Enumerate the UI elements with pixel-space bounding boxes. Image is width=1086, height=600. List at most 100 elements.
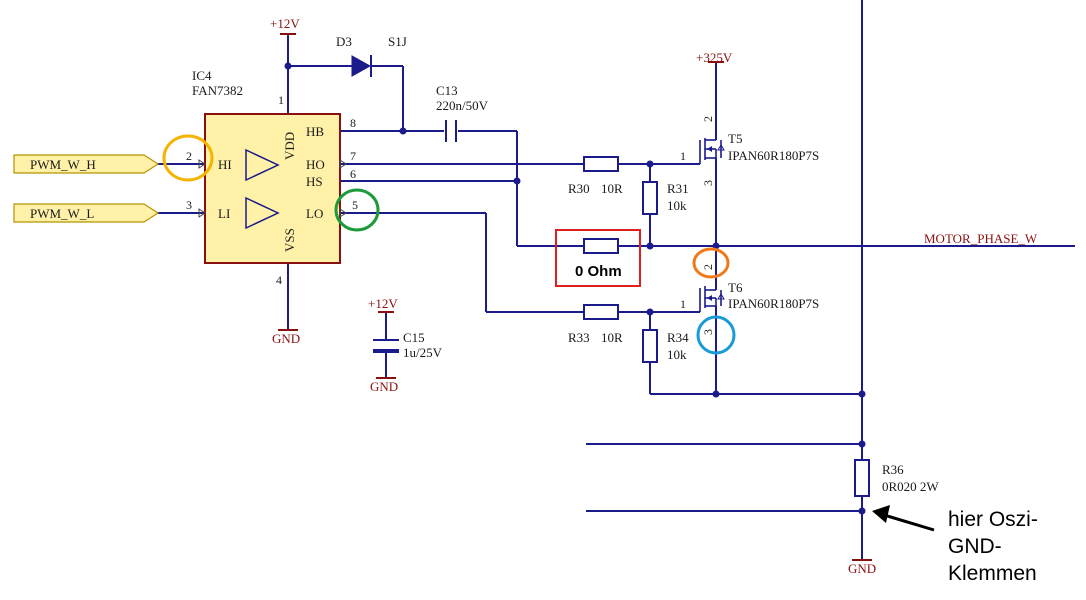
- junction-dot: [646, 242, 654, 250]
- mosfet-arrow: [707, 295, 712, 301]
- junction-dot: [712, 390, 720, 398]
- annotation-arrow: [872, 505, 935, 532]
- driver-triangle-low: [245, 196, 280, 230]
- junction-dot: [399, 127, 407, 135]
- annotation-line3: Klemmen: [948, 562, 1037, 585]
- power-symbols: +12V +325V +12V GND GND GND: [270, 16, 876, 576]
- pin-number-1: 1: [278, 93, 284, 107]
- pin-number-2: 2: [186, 149, 192, 163]
- pin-label-hi: HI: [218, 157, 232, 172]
- pin-arrow: [339, 159, 347, 169]
- pin-label-li: LI: [218, 206, 230, 221]
- mosfet-t5: T5 IPAN60R180P7S 1 2 3: [680, 116, 819, 186]
- resistor-zero-ohm: 0 Ohm: [555, 229, 641, 287]
- diode-triangle: [351, 55, 372, 77]
- resistor-r31: R31 10k: [642, 181, 689, 215]
- r36-value: 0R020 2W: [882, 479, 939, 494]
- pin-label-hs: HS: [306, 174, 323, 189]
- pin-number-7: 7: [350, 149, 356, 163]
- resistor-body: [583, 156, 619, 172]
- ic4-ref: IC4: [192, 68, 212, 83]
- resistor-body: [583, 238, 619, 254]
- r30-ref: R30: [568, 181, 590, 196]
- r33-value: 10R: [601, 330, 623, 345]
- body-diode-triangle: [717, 293, 725, 300]
- t5-part: IPAN60R180P7S: [728, 148, 819, 163]
- r34-ref: R34: [667, 330, 689, 345]
- pin-number-6: 6: [350, 167, 356, 181]
- capacitor-c13: C13 220n/50V: [436, 83, 489, 142]
- wires: [156, 0, 1075, 560]
- annotation-line1: hier Oszi-: [948, 508, 1038, 531]
- pin-label-vss: VSS: [282, 228, 297, 252]
- mosfet-arrow: [707, 146, 712, 152]
- ic4-part: FAN7382: [192, 83, 243, 98]
- t6-part: IPAN60R180P7S: [728, 296, 819, 311]
- c15-value: 1u/25V: [403, 345, 443, 360]
- arrow-head: [872, 505, 890, 523]
- ic4-body: [204, 113, 341, 264]
- highlight-circle-orange: [692, 247, 730, 279]
- resistor-body: [583, 304, 619, 320]
- net-label-motor-phase: MOTOR_PHASE_W: [924, 231, 1038, 246]
- pin-number-3: 3: [186, 198, 192, 212]
- c15-ref: C15: [403, 330, 425, 345]
- input-label-low: PWM_W_L: [30, 206, 94, 221]
- t6-pin-source: 3: [701, 329, 715, 335]
- junction-dot: [513, 177, 521, 185]
- input-port-low: [13, 203, 160, 223]
- resistor-r30: R30 10R: [568, 156, 623, 196]
- pin-number-4: 4: [276, 273, 282, 287]
- gnd-bottom: GND: [848, 561, 876, 576]
- diode-d3: D3 S1J: [336, 34, 407, 77]
- d3-ref: D3: [336, 34, 352, 49]
- t6-pin-drain: 2: [701, 264, 715, 270]
- highlight-circle-yellow: [162, 134, 214, 182]
- pin-number-5: 5: [352, 198, 358, 212]
- input-port-high: [13, 154, 160, 174]
- junction-dot: [646, 160, 654, 168]
- junction-dot: [858, 440, 866, 448]
- input-label-high: PWM_W_H: [30, 157, 96, 172]
- resistor-r36: R36 0R020 2W: [854, 459, 939, 497]
- zero-ohm-label: 0 Ohm: [575, 263, 622, 280]
- r30-value: 10R: [601, 181, 623, 196]
- t5-pin-source: 3: [701, 180, 715, 186]
- r31-value: 10k: [667, 198, 687, 213]
- resistor-r33: R33 10R: [568, 304, 623, 345]
- t5-pin-drain: 2: [701, 116, 715, 122]
- pin-label-hb: HB: [306, 124, 324, 139]
- pin-arrow: [198, 159, 206, 169]
- pin-arrow: [198, 208, 206, 218]
- pin-label-vdd: VDD: [282, 132, 297, 160]
- junction-dot: [858, 390, 866, 398]
- driver-triangle-high: [245, 148, 280, 182]
- supply-12v-cap: +12V: [368, 296, 398, 311]
- supply-325v: +325V: [696, 50, 733, 65]
- r31-ref: R31: [667, 181, 689, 196]
- pin-label-lo: LO: [306, 206, 323, 221]
- highlight-circle-blue: [696, 315, 736, 355]
- input-ports: PWM_W_H PWM_W_L: [13, 154, 160, 223]
- c13-value: 220n/50V: [436, 98, 489, 113]
- gnd-cap: GND: [370, 379, 398, 394]
- mosfet-t6: T6 IPAN60R180P7S 1 2 3: [680, 264, 819, 335]
- arrow-shaft: [883, 513, 935, 532]
- t6-ref: T6: [728, 280, 743, 295]
- supply-12v-top: +12V: [270, 16, 300, 31]
- highlight-circles: [162, 134, 736, 355]
- highlight-box-red: [555, 229, 641, 287]
- pin-number-8: 8: [350, 116, 356, 130]
- c13-ref: C13: [436, 83, 458, 98]
- t6-pin-gate: 1: [680, 297, 686, 311]
- t5-pin-gate: 1: [680, 149, 686, 163]
- junction-dot: [284, 62, 292, 70]
- junctions: [284, 62, 866, 515]
- annotation-line2: GND-: [948, 535, 1002, 558]
- highlight-circle-green: [334, 188, 380, 232]
- pin-arrow: [339, 208, 347, 218]
- r33-ref: R33: [568, 330, 590, 345]
- d3-part: S1J: [388, 34, 407, 49]
- r36-ref: R36: [882, 462, 904, 477]
